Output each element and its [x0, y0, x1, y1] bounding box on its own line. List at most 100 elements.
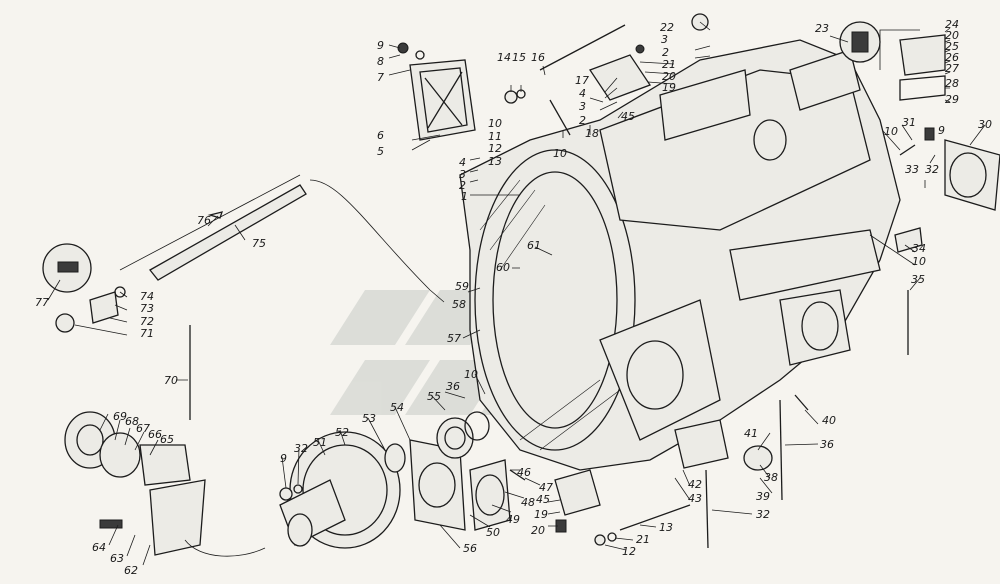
callout-43: 43	[688, 492, 702, 505]
callout-6: 6	[377, 129, 384, 142]
callout-49: 49	[506, 513, 520, 526]
callout-77: 77	[35, 296, 49, 309]
callout-76: 76	[197, 214, 211, 227]
callout-45: 45	[536, 493, 550, 506]
main-housing	[459, 39, 901, 471]
callout-22: 22	[660, 21, 674, 34]
callout-41: 41	[744, 427, 758, 440]
callout-47: 47	[539, 481, 553, 494]
callout-70: 70	[164, 374, 178, 387]
callout-14: 14	[497, 51, 511, 64]
callout-45: 45	[621, 110, 635, 123]
callout-39: 39	[756, 490, 770, 503]
callout-46: 46	[517, 466, 531, 479]
callout-26: 26	[945, 51, 959, 64]
callout-50: 50	[486, 526, 500, 539]
callout-34: 34	[912, 242, 926, 255]
callout-10: 10	[553, 147, 567, 160]
callout-10: 10	[884, 125, 898, 138]
callout-71: 71	[140, 327, 154, 340]
callout-55: 55	[427, 390, 441, 403]
callout-63: 63	[110, 552, 124, 565]
callout-60: 60	[496, 261, 510, 274]
callout-32: 32	[294, 442, 308, 455]
callout-4: 4	[579, 87, 586, 100]
callout-72: 72	[140, 315, 154, 328]
callout-38: 38	[764, 471, 778, 484]
callout-32: 32	[925, 163, 939, 176]
callout-37: 37	[0, 0, 14, 3]
callout-2: 2	[459, 179, 466, 192]
callout-75: 75	[252, 237, 266, 250]
callout-20: 20	[531, 524, 545, 537]
top-cover-assembly	[839, 21, 946, 101]
callout-68: 68	[125, 415, 139, 428]
right-flange-part	[894, 127, 1000, 355]
callout-19: 19	[662, 81, 676, 94]
callout-10: 10	[488, 117, 502, 130]
callout-31: 31	[902, 116, 916, 129]
callout-54: 54	[390, 401, 404, 414]
callout-28: 28	[945, 77, 959, 90]
callout-42: 42	[688, 478, 702, 491]
callout-32: 32	[756, 508, 770, 521]
callout-10: 10	[912, 255, 926, 268]
release-bearing-assembly	[64, 325, 266, 557]
callout-10: 10	[464, 368, 478, 381]
callout-12: 12	[488, 142, 502, 155]
callout-62: 62	[124, 564, 138, 577]
callout-16: 16	[531, 51, 545, 64]
callout-8: 8	[377, 55, 384, 68]
callout-74: 74	[140, 290, 154, 303]
callout-59: 59	[455, 280, 469, 293]
callout-36: 36	[446, 380, 460, 393]
callout-25: 25	[945, 40, 959, 53]
callout-9: 9	[938, 124, 945, 137]
callout-73: 73	[140, 302, 154, 315]
callout-4: 4	[459, 156, 466, 169]
output-shaft-assembly	[279, 411, 526, 549]
callout-2: 2	[662, 46, 669, 59]
callout-57: 57	[447, 332, 461, 345]
callout-1: 1	[461, 190, 468, 203]
callout-20: 20	[945, 29, 959, 42]
callout-2: 2	[579, 114, 586, 127]
callout-69: 69	[113, 410, 127, 423]
callout-12: 12	[622, 545, 636, 558]
leader-lines	[47, 21, 986, 566]
callout-27: 27	[945, 62, 959, 75]
callout-11: 11	[488, 130, 502, 143]
callout-3: 3	[661, 33, 668, 46]
callout-66: 66	[148, 428, 162, 441]
callout-5: 5	[377, 145, 384, 158]
callout-21: 21	[636, 533, 650, 546]
callout-13: 13	[659, 521, 673, 534]
callout-7: 7	[377, 71, 384, 84]
callout-64: 64	[92, 541, 106, 554]
callout-3: 3	[459, 168, 466, 181]
callout-18: 18	[585, 127, 599, 140]
callout-13: 13	[488, 155, 502, 168]
callout-20: 20	[662, 70, 676, 83]
top-fasteners	[504, 13, 709, 136]
callout-61: 61	[527, 239, 541, 252]
callout-24: 24	[945, 18, 959, 31]
callout-30: 30	[978, 118, 992, 131]
callout-35: 35	[911, 273, 925, 286]
lower-covers-fasteners	[554, 394, 809, 549]
callout-29: 29	[945, 93, 959, 106]
callout-52: 52	[335, 426, 349, 439]
callout-65: 65	[160, 433, 174, 446]
callout-53: 53	[362, 412, 376, 425]
callout-19: 19	[534, 508, 548, 521]
callout-48: 48	[521, 496, 535, 509]
callout-40: 40	[822, 414, 836, 427]
callout-9: 9	[280, 452, 287, 465]
callout-9: 9	[377, 39, 384, 52]
callout-67: 67	[136, 422, 150, 435]
left-cover-assembly	[397, 42, 476, 141]
callout-23: 23	[815, 22, 829, 35]
